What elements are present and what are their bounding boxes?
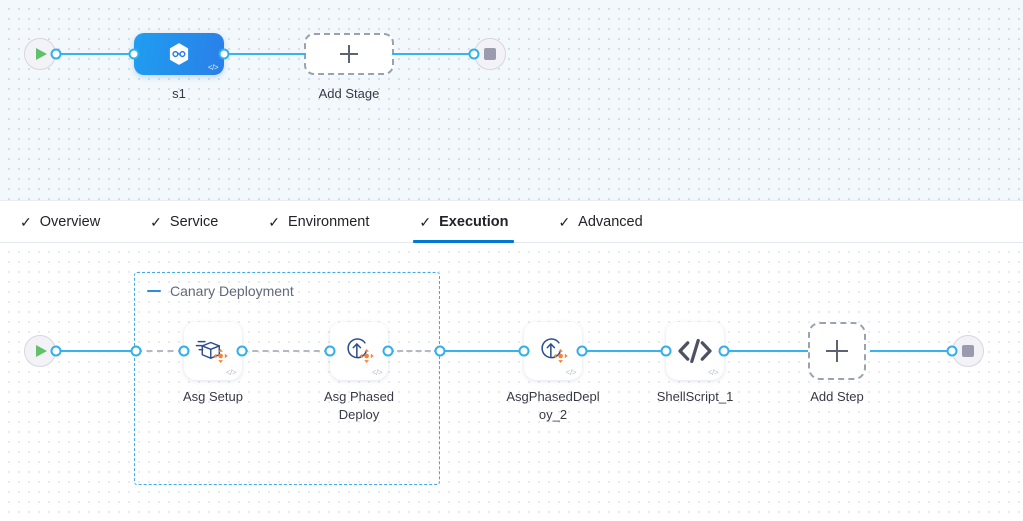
stage-node-s1-wrapper: </> s1 bbox=[128, 33, 230, 101]
stage-start-node[interactable] bbox=[24, 38, 62, 70]
tab-service-label: Service bbox=[169, 213, 219, 230]
add-stage-label: Add Stage bbox=[318, 86, 380, 101]
code-icon: </> bbox=[207, 63, 219, 72]
start-port[interactable] bbox=[50, 48, 62, 60]
stage-canvas[interactable]: </> s1 Add Stage bbox=[0, 0, 1023, 200]
link-add-stage-to-end bbox=[392, 53, 478, 55]
asgphaseddeploy2-port-right[interactable] bbox=[576, 345, 588, 357]
tab-execution-label: Execution bbox=[439, 213, 509, 230]
check-icon: ✓ bbox=[20, 213, 32, 230]
add-stage-wrapper: Add Stage bbox=[304, 33, 394, 101]
step-node-asgphaseddeploy2-label: AsgPhasedDeploy_2 bbox=[506, 389, 600, 422]
link-s1-to-add-stage bbox=[224, 53, 306, 55]
add-step-wrapper: Add Step bbox=[808, 322, 866, 404]
plus-icon bbox=[340, 45, 358, 63]
stage-s1-port-right[interactable] bbox=[218, 48, 230, 60]
check-icon: ✓ bbox=[558, 213, 571, 230]
execution-start-port[interactable] bbox=[50, 345, 62, 357]
asg-setup-port-left[interactable] bbox=[178, 345, 190, 357]
aws-arrows-accent bbox=[553, 348, 568, 363]
minus-icon[interactable] bbox=[147, 289, 161, 293]
code-brackets-icon bbox=[678, 338, 712, 364]
step-node-asg-setup-label: Asg Setup bbox=[183, 389, 243, 404]
add-stage-button[interactable] bbox=[304, 33, 394, 75]
tab-environment-label: Environment bbox=[288, 213, 370, 230]
step-node-asg-phased-deploy-wrapper: </> Asg Phased Deploy bbox=[324, 322, 394, 422]
step-node-shellscript1-label: ShellScript_1 bbox=[656, 389, 734, 404]
asg-phased-deploy-icon bbox=[347, 338, 374, 363]
execution-end-node[interactable] bbox=[946, 335, 984, 367]
execution-start-node[interactable] bbox=[24, 335, 62, 367]
link-start-to-group bbox=[52, 350, 136, 352]
asg-phased-deploy-port-right[interactable] bbox=[382, 345, 394, 357]
check-icon: ✓ bbox=[268, 213, 280, 230]
step-node-asgphaseddeploy2-wrapper: </> AsgPhasedDeploy_2 bbox=[506, 322, 600, 422]
tab-advanced-label: Advanced bbox=[578, 213, 643, 230]
stage-node-s1[interactable]: </> bbox=[134, 33, 224, 75]
check-icon: ✓ bbox=[419, 213, 432, 230]
execution-end-port[interactable] bbox=[946, 345, 958, 357]
step-node-asg-phased-deploy-label: Asg Phased Deploy bbox=[323, 389, 395, 422]
link-asg-phased-deploy-to-group-out bbox=[388, 350, 440, 352]
link-start-to-s1 bbox=[52, 53, 134, 55]
play-icon bbox=[36, 345, 47, 357]
link-asgphaseddeploy2-to-shellscript1 bbox=[582, 350, 666, 352]
link-group-in-to-asg-setup bbox=[136, 350, 184, 352]
stop-icon bbox=[484, 48, 496, 60]
step-node-asgphaseddeploy2[interactable]: </> bbox=[524, 322, 582, 380]
shellscript1-port-left[interactable] bbox=[660, 345, 672, 357]
aws-arrows-accent bbox=[359, 348, 374, 363]
asg-phased-deploy-icon bbox=[541, 338, 568, 363]
group-title: Canary Deployment bbox=[170, 283, 294, 299]
group-header: Canary Deployment bbox=[147, 283, 294, 299]
check-icon: ✓ bbox=[150, 213, 162, 230]
stage-tab-bar: ✓ Overview ✓ Service ✓ Environment ✓ Exe… bbox=[0, 200, 1023, 243]
aws-arrows-accent bbox=[213, 348, 228, 363]
group-entry-port[interactable] bbox=[130, 345, 142, 357]
execution-canvas[interactable]: Canary Deployment bbox=[0, 243, 1023, 521]
link-shellscript1-to-add-step bbox=[726, 350, 808, 352]
stage-s1-port-left[interactable] bbox=[128, 48, 140, 60]
asgphaseddeploy2-port-left[interactable] bbox=[518, 345, 530, 357]
add-step-button[interactable] bbox=[808, 322, 866, 380]
code-icon: </> bbox=[707, 368, 719, 377]
tab-overview[interactable]: ✓ Overview bbox=[20, 201, 118, 242]
tab-environment[interactable]: ✓ Environment bbox=[268, 201, 387, 242]
link-group-out-to-asgphaseddeploy2 bbox=[440, 350, 524, 352]
code-icon: </> bbox=[371, 368, 383, 377]
plus-icon bbox=[826, 340, 848, 362]
link-add-step-to-end bbox=[870, 350, 956, 352]
asg-setup-port-right[interactable] bbox=[236, 345, 248, 357]
code-icon: </> bbox=[225, 368, 237, 377]
tab-advanced[interactable]: ✓ Advanced bbox=[558, 201, 660, 242]
tab-overview-label: Overview bbox=[39, 213, 101, 230]
stage-end-node[interactable] bbox=[468, 38, 506, 70]
asg-phased-deploy-port-left[interactable] bbox=[324, 345, 336, 357]
tab-execution[interactable]: ✓ Execution bbox=[413, 201, 526, 243]
tab-service[interactable]: ✓ Service bbox=[150, 201, 236, 242]
step-node-asg-phased-deploy[interactable]: </> bbox=[330, 322, 388, 380]
group-exit-port[interactable] bbox=[434, 345, 446, 357]
add-step-label: Add Step bbox=[810, 389, 864, 404]
step-group-canary-deployment[interactable]: Canary Deployment bbox=[134, 272, 440, 485]
play-icon bbox=[36, 48, 47, 60]
harness-hexagon-icon bbox=[169, 43, 189, 65]
step-node-shellscript1-wrapper: </> ShellScript_1 bbox=[657, 322, 733, 404]
step-node-shellscript1[interactable]: </> bbox=[666, 322, 724, 380]
stop-icon bbox=[962, 345, 974, 357]
code-icon: </> bbox=[565, 368, 577, 377]
link-asg-setup-to-asg-phased-deploy bbox=[242, 350, 330, 352]
step-node-asg-setup-wrapper: </> Asg Setup bbox=[178, 322, 248, 404]
asg-setup-icon bbox=[195, 340, 228, 363]
stage-node-s1-label: s1 bbox=[172, 86, 186, 101]
end-port[interactable] bbox=[468, 48, 480, 60]
shellscript1-port-right[interactable] bbox=[718, 345, 730, 357]
step-node-asg-setup[interactable]: </> bbox=[184, 322, 242, 380]
